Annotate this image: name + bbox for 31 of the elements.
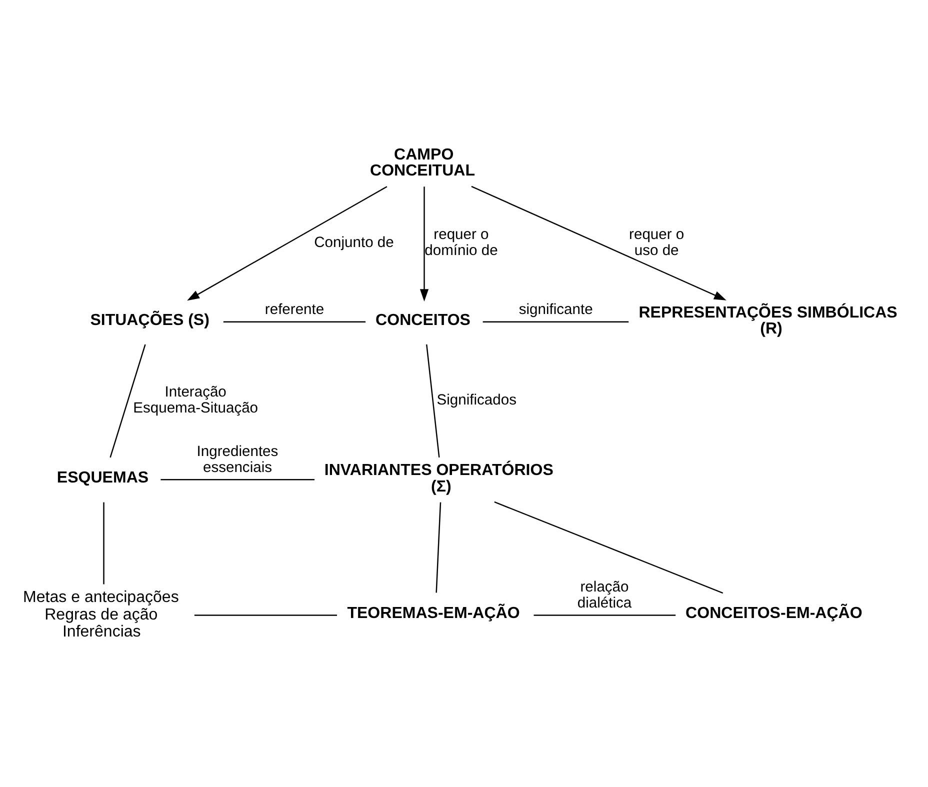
connector: [160, 478, 315, 480]
connector: [482, 320, 629, 322]
arrow: [471, 185, 726, 300]
node-text: CONCEITOS-EM-AÇÃO: [686, 604, 862, 622]
node-text: REPRESENTAÇÕES SIMBÓLICAS (R): [638, 302, 898, 337]
node-text: TEOREMAS-EM-AÇÃO: [347, 604, 520, 622]
node-text: ESQUEMAS: [56, 468, 149, 486]
connector: [534, 614, 676, 616]
connector: [103, 502, 104, 584]
node-text: CONCEITOS: [376, 310, 470, 328]
edge-label: significante: [518, 302, 593, 318]
node-text: CAMPO CONCEITUAL: [370, 145, 476, 180]
connector: [436, 502, 442, 592]
edge-label: Conjunto de: [314, 234, 394, 250]
connector: [110, 344, 146, 458]
edge-label: referente: [264, 302, 324, 318]
arrow: [420, 186, 429, 302]
node-text: Metas e antecipações Regras de ação Inferências: [23, 588, 179, 640]
node-text: SITUAÇÕES (S): [90, 310, 210, 328]
edge-label: Significados: [436, 392, 516, 408]
edge-label: requer o domínio de: [424, 226, 498, 258]
connector: [426, 344, 440, 457]
connector: [194, 614, 337, 616]
edge-label: Interação Esquema-Situação: [133, 384, 258, 416]
edge-label: requer o uso de: [629, 226, 684, 258]
edge-label: relação dialética: [577, 578, 632, 611]
connector: [223, 320, 366, 322]
connector: [494, 500, 724, 594]
arrow: [187, 186, 388, 300]
node-text: INVARIANTES OPERATÓRIOS (Σ): [324, 460, 554, 495]
edge-label: Ingredientes essenciais: [196, 443, 278, 476]
